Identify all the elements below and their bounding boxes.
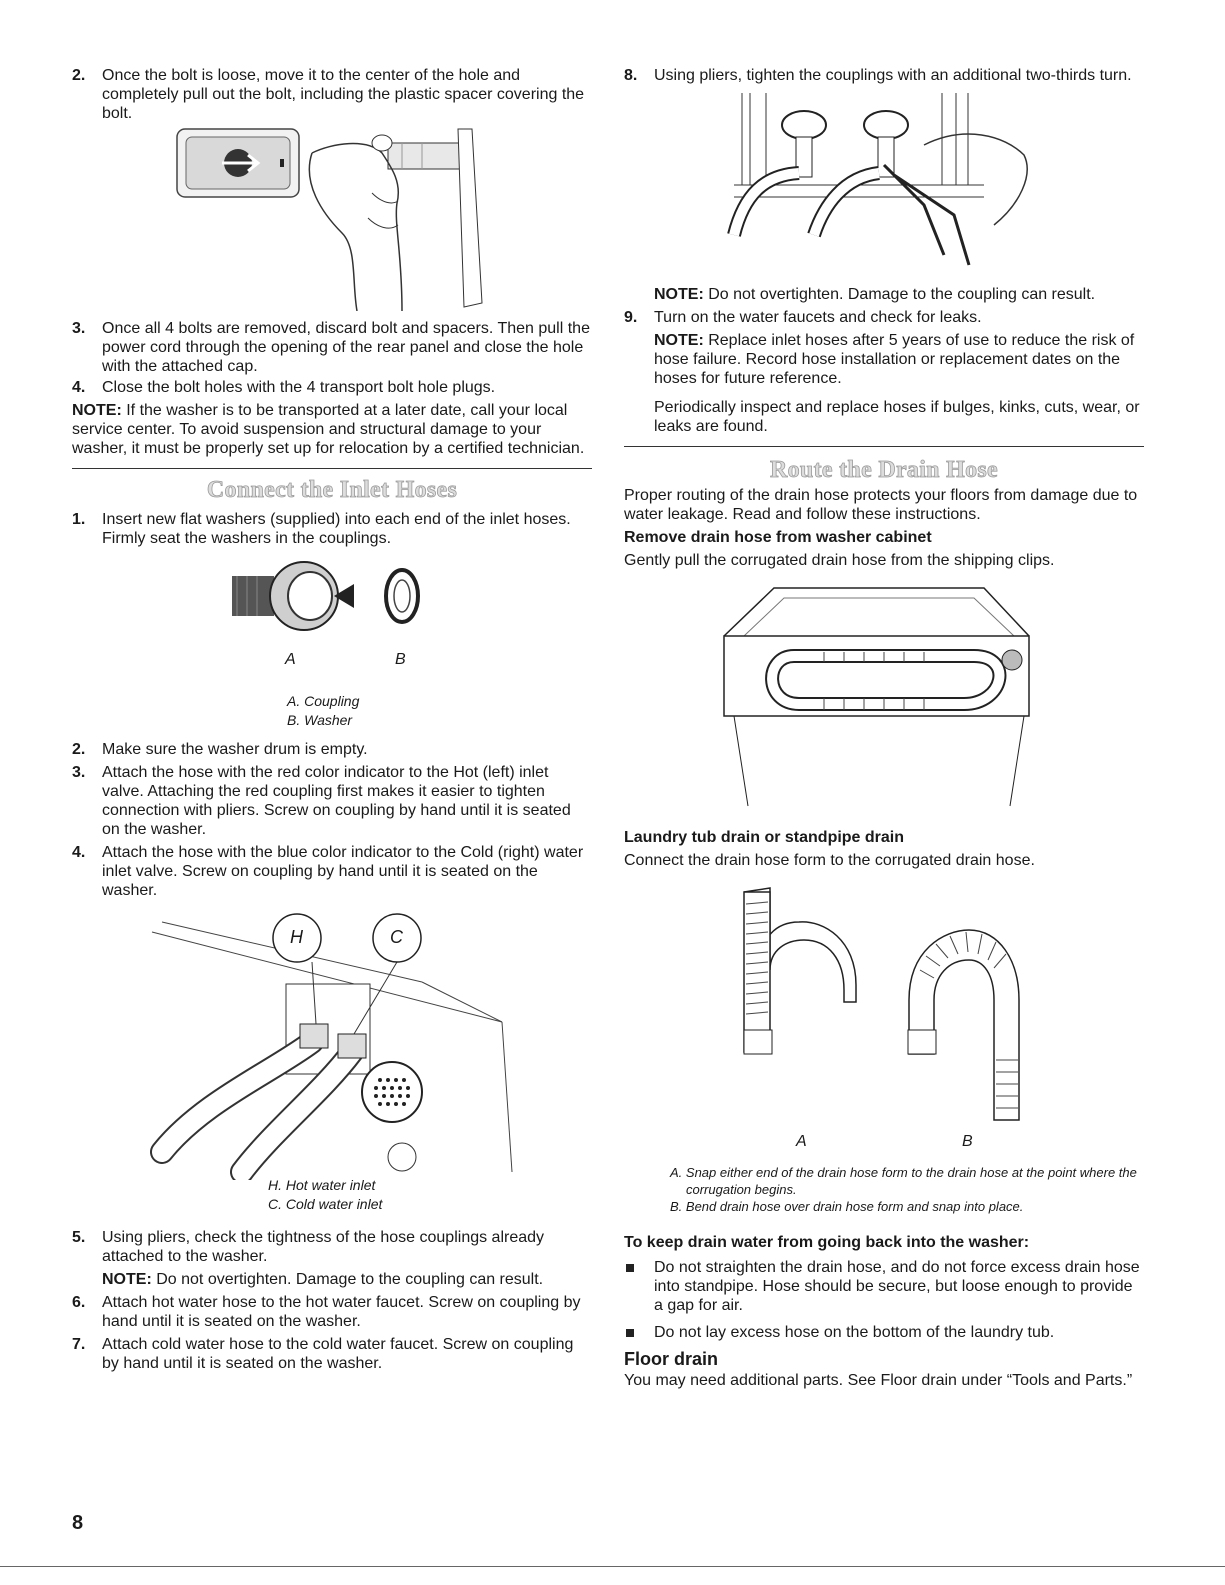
step-number: 9. [624,309,638,326]
bullet-square-icon [626,1329,634,1337]
page-number: 8 [72,1512,84,1534]
caption-a: A. Snap either end of the drain hose for… [670,1165,1137,1197]
step-3: 3. Once all 4 bolts are removed, discard… [72,319,592,376]
coupling-washer-illustration: A B [72,548,592,704]
inlet-step-3: 3. Attach the hose with the red color in… [72,763,592,839]
step-number: 8. [624,67,638,84]
note-label: NOTE: [654,332,704,349]
step-text: Attach hot water hose to the hot water f… [102,1294,581,1330]
drain-hose-form-illustration: A B [624,880,1144,1162]
step-text: Turn on the water faucets and check for … [654,309,982,326]
section-divider [624,446,1144,447]
bolt-removal-illustration [72,123,592,311]
caption-a: A. Coupling [287,693,360,709]
step-8: 8. Using pliers, tighten the couplings w… [624,66,1144,85]
section-title: Route the Drain Hose [770,457,998,483]
step-note: NOTE: Do not overtighten. Damage to the … [102,1270,592,1289]
bullet-text: Do not lay excess hose on the bottom of … [654,1324,1055,1341]
figure-label-a: A [285,651,296,668]
page-bottom-rule [0,1566,1225,1567]
figure-label-b: B [962,1133,973,1150]
note-label: NOTE: [102,1271,152,1288]
tub-text: Connect the drain hose form to the corru… [624,852,1035,869]
section-divider [72,468,592,469]
step-number: 2. [72,741,86,758]
step-paragraph: Periodically inspect and replace hoses i… [654,399,1140,435]
bullet-text: Do not straighten the drain hose, and do… [654,1259,1140,1314]
inlet-step-6: 6. Attach hot water hose to the hot wate… [72,1293,592,1331]
caption-b: B. Bend drain hose over drain hose form … [670,1199,1024,1214]
step-2: 2. Once the bolt is loose, move it to th… [72,66,592,123]
inlet-step-1: 1. Insert new flat washers (supplied) in… [72,510,592,548]
step-number: 7. [72,1336,86,1353]
intro-text: Proper routing of the drain hose protect… [624,487,1138,523]
bullet-square-icon [626,1264,634,1272]
step-text: Attach cold water hose to the cold water… [102,1336,574,1372]
caption-c: C. Cold water inlet [268,1196,383,1212]
right-column: 8. Using pliers, tighten the couplings w… [624,66,1144,1390]
step-text: Attach the hose with the red color indic… [102,764,571,838]
step-text: Using pliers, tighten the couplings with… [654,67,1132,84]
step-note: NOTE: Replace inlet hoses after 5 years … [654,331,1144,388]
step-text: Attach the hose with the blue color indi… [102,844,584,899]
remove-text: Gently pull the corrugated drain hose fr… [624,552,1055,569]
step-text: Using pliers, check the tightness of the… [102,1229,545,1265]
step-text: Once the bolt is loose, move it to the c… [102,67,585,122]
remove-heading: Remove drain hose from washer cabinet [624,529,932,546]
figure-label-c: C [390,927,403,947]
relocation-note: NOTE: If the washer is to be transported… [72,401,592,458]
figure-label-a: A [796,1133,807,1150]
step-text: Insert new flat washers (supplied) into … [102,511,571,547]
step-number: 3. [72,764,86,781]
note-text: Replace inlet hoses after 5 years of use… [654,332,1135,387]
caption-h: H. Hot water inlet [268,1177,376,1193]
inlet-step-7: 7. Attach cold water hose to the cold wa… [72,1335,592,1373]
section-title: Connect the Inlet Hoses [206,477,458,503]
bullet-item: Do not lay excess hose on the bottom of … [624,1323,1144,1342]
step-text: Close the bolt holes with the 4 transpor… [102,379,496,396]
step-4: 4. Close the bolt holes with the 4 trans… [72,378,592,397]
inlet-step-4: 4. Attach the hose with the blue color i… [72,843,592,900]
inlet-step-5: 5. Using pliers, check the tightness of … [72,1228,592,1289]
pliers-illustration [624,85,1144,285]
coupling-washer-caption: A. Coupling B. Washer [72,692,592,730]
inlet-valves-caption: H. Hot water inlet C. Cold water inlet [72,1176,592,1214]
keep-drain-heading: To keep drain water from going back into… [624,1234,1030,1251]
left-column: 2. Once the bolt is loose, move it to th… [72,66,592,1373]
step-text: Once all 4 bolts are removed, discard bo… [102,320,590,375]
note-label: NOTE: [654,286,704,303]
floor-drain-heading: Floor drain [624,1349,718,1369]
note-text: If the washer is to be transported at a … [72,402,585,457]
step-number: 6. [72,1294,86,1311]
step-8-note: NOTE: Do not overtighten. Damage to the … [624,285,1144,304]
step-number: 5. [72,1229,86,1246]
figure-label-b: B [395,651,406,668]
note: NOTE: Do not overtighten. Damage to the … [654,285,1144,304]
step-text: Make sure the washer drum is empty. [102,741,368,758]
step-9: 9. Turn on the water faucets and check f… [624,308,1144,436]
note-label: NOTE: [72,402,122,419]
figure-label-h: H [290,927,303,947]
inlet-valves-illustration: H C [72,912,592,1180]
step-number: 2. [72,67,86,84]
drain-hose-caption: A. Snap either end of the drain hose for… [624,1164,1144,1215]
inlet-step-2: 2. Make sure the washer drum is empty. [72,740,592,759]
step-number: 4. [72,844,86,861]
caption-b: B. Washer [287,712,353,728]
floor-drain-text: You may need additional parts. See Floor… [624,1372,1133,1389]
bullet-item: Do not straighten the drain hose, and do… [624,1258,1144,1315]
step-number: 3. [72,320,86,337]
note-text: Do not overtighten. Damage to the coupli… [703,286,1096,303]
note-text: Do not overtighten. Damage to the coupli… [151,1271,544,1288]
step-number: 1. [72,511,86,528]
cabinet-illustration [624,576,1144,826]
tub-heading: Laundry tub drain or standpipe drain [624,829,905,846]
step-number: 4. [72,379,86,396]
